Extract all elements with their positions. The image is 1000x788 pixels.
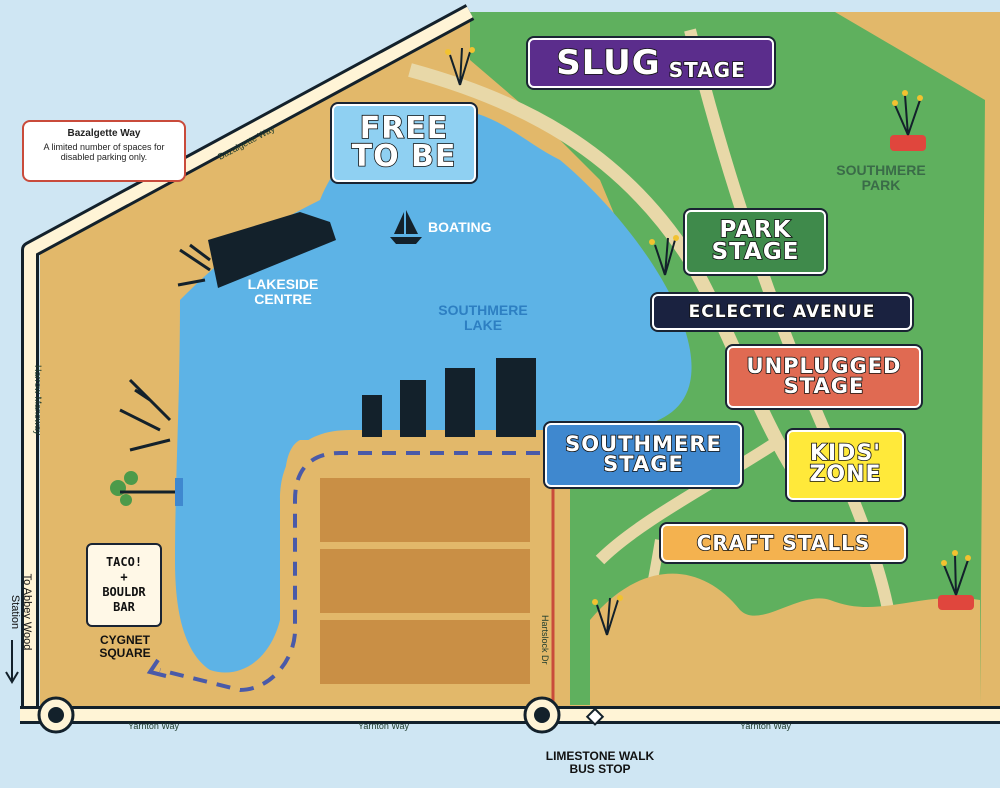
parking-callout: Bazalgette Way A limited number of space… xyxy=(22,120,186,182)
building xyxy=(496,358,536,437)
tree-icon xyxy=(110,480,126,496)
route-arrow xyxy=(146,658,167,678)
southmere-stage[interactable]: SOUTHMERE STAGE xyxy=(545,423,742,487)
taco-line-2: + xyxy=(120,570,128,584)
tree-icon xyxy=(119,378,172,452)
plot xyxy=(320,620,530,684)
road-label-harrow: Harrow Manoway xyxy=(33,365,43,436)
craft-stalls[interactable]: CRAFT STALLS xyxy=(661,524,906,562)
eclectic-avenue[interactable]: ECLECTIC AVENUE xyxy=(652,294,912,330)
plant-icon xyxy=(938,550,974,610)
park-path xyxy=(408,63,806,484)
roundabout xyxy=(534,707,550,723)
building xyxy=(400,380,426,437)
unplugged-stage[interactable]: UNPLUGGED STAGE xyxy=(727,346,921,408)
road xyxy=(24,6,473,720)
tree-icon xyxy=(120,494,132,506)
kids-zone[interactable]: KIDS' ZONE xyxy=(787,430,904,500)
slug-stage-main: SLUG xyxy=(555,42,661,83)
label-lakeside-centre: LAKESIDE CENTRE xyxy=(247,276,319,307)
tree-icon xyxy=(177,243,211,287)
sand-patch xyxy=(590,573,980,705)
free-to-be-stage[interactable]: FREE TO BE xyxy=(332,104,476,182)
walking-route xyxy=(159,451,540,693)
bench xyxy=(175,478,183,506)
boat-icon xyxy=(390,210,422,244)
park-stage[interactable]: PARK STAGE xyxy=(685,210,826,274)
roundabout xyxy=(48,707,64,723)
tree-icon xyxy=(124,471,138,485)
taco-line-1: TACO! xyxy=(105,555,143,569)
label-boating: BOATING xyxy=(428,219,492,235)
taco-line-3: BOULDR xyxy=(102,585,146,599)
taco-bouldr-bar[interactable]: TACO! + BOULDR BAR xyxy=(86,543,162,627)
label-southmere-park: SOUTHMERE PARK xyxy=(836,162,926,193)
lakeside-centre-building xyxy=(208,212,336,288)
callout-text: A limited number of spaces for disabled … xyxy=(43,142,165,162)
plot xyxy=(320,549,530,613)
road-label-hartslock: Hartslock Dr xyxy=(540,615,550,665)
building xyxy=(445,368,475,437)
plant-icon xyxy=(890,90,926,151)
building xyxy=(362,395,382,437)
direction-arrow-icon xyxy=(5,640,19,684)
bus-stop-icon xyxy=(585,707,605,726)
road-label-yarnton: Yarnton Way xyxy=(740,721,792,731)
plant-icon xyxy=(445,47,475,86)
label-bus-stop: LIMESTONE WALK BUS STOP xyxy=(545,749,655,776)
taco-line-4: BAR xyxy=(113,600,135,614)
road-label-yarnton: Yarnton Way xyxy=(128,721,180,731)
slug-stage-sub: STAGE xyxy=(668,58,746,82)
plant-icon xyxy=(649,235,679,276)
road-label-yarnton: Yarnton Way xyxy=(358,721,410,731)
plot xyxy=(320,478,530,542)
label-abbey-wood: To Abbey Wood Station xyxy=(9,573,33,651)
slug-stage[interactable]: SLUG STAGE xyxy=(528,38,774,88)
park-path xyxy=(595,435,784,565)
callout-title: Bazalgette Way xyxy=(67,128,141,139)
plant-icon xyxy=(592,595,623,636)
label-southmere-lake: SOUTHMERE LAKE xyxy=(438,302,528,333)
label-cygnet-square: CYGNET SQUARE xyxy=(99,633,151,660)
